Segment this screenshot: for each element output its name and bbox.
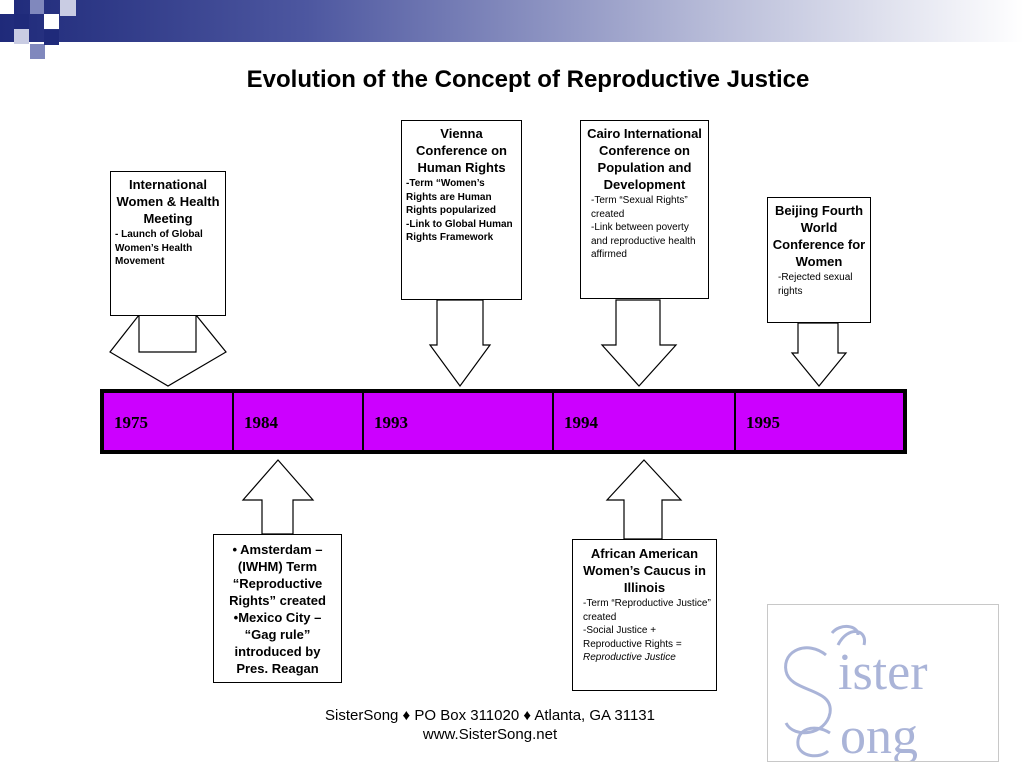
timeline-year-1995: 1995 xyxy=(736,393,903,450)
arrow-up-1984 xyxy=(241,459,315,535)
page-title: Evolution of the Concept of Reproductive… xyxy=(246,66,810,93)
timeline-bar: 1975 1984 1993 1994 1995 xyxy=(100,389,907,454)
box-amsterdam-line-1: • Amsterdam – (IWHM) Term “Reproductive … xyxy=(229,542,326,608)
box-amsterdam-1984: • Amsterdam – (IWHM) Term “Reproductive … xyxy=(213,534,342,683)
box-iwhm-detail: - Launch of Global Women’s Health Moveme… xyxy=(115,229,203,267)
timeline-year-1994: 1994 xyxy=(554,393,734,450)
footer: SisterSong ♦ PO Box 311020 ♦ Atlanta, GA… xyxy=(240,706,740,744)
arrow-down-1995 xyxy=(790,322,848,387)
box-cairo-heading: Cairo International Conference on Popula… xyxy=(587,126,702,192)
timeline-year-1993: 1993 xyxy=(364,393,552,450)
decorative-squares xyxy=(0,0,76,59)
arrow-down-1994 xyxy=(600,299,678,387)
box-caucus-detail-2: -Social Justice + Reproductive Rights = xyxy=(583,625,682,650)
box-vienna-detail-1: -Term “Women’s Rights are Human Rights p… xyxy=(406,178,496,216)
box-vienna-heading: Vienna Conference on Human Rights xyxy=(415,126,507,175)
box-iwhm-1975: International Women & Health Meeting - L… xyxy=(110,171,226,316)
sistersong-logo: ister ong xyxy=(767,604,999,765)
box-cairo-detail-2: -Link between poverty and reproductive h… xyxy=(591,222,696,260)
footer-address: SisterSong ♦ PO Box 311020 ♦ Atlanta, GA… xyxy=(325,707,655,724)
footer-website: www.SisterSong.net xyxy=(422,726,558,743)
box-vienna-detail-2: -Link to Global Human Rights Framework xyxy=(406,218,513,244)
arrow-up-1994-caucus xyxy=(605,459,683,540)
timeline-year-1975: 1975 xyxy=(104,393,232,450)
timeline-year-1984: 1984 xyxy=(234,393,362,450)
box-amsterdam-line-2: •Mexico City – “Gag rule” introduced by … xyxy=(233,610,322,676)
box-vienna-1993: Vienna Conference on Human Rights -Term … xyxy=(401,120,522,300)
box-beijing-detail: -Rejected sexual rights xyxy=(778,272,853,297)
box-caucus-1994: African American Women’s Caucus in Illin… xyxy=(572,539,717,691)
box-beijing-heading: Beijing Fourth World Conference for Wome… xyxy=(772,203,866,269)
box-cairo-1994: Cairo International Conference on Popula… xyxy=(580,120,709,299)
box-caucus-detail-3: Reproductive Justice xyxy=(583,652,676,663)
box-iwhm-heading: International Women & Health Meeting xyxy=(116,177,220,226)
arrow-down-1975 xyxy=(109,313,227,387)
box-cairo-detail-1: -Term “Sexual Rights” created xyxy=(591,195,688,220)
box-caucus-heading: African American Women’s Caucus in Illin… xyxy=(583,546,706,595)
arrow-down-1993 xyxy=(428,299,492,388)
header-gradient-bar xyxy=(0,0,1024,42)
svg-text:ong: ong xyxy=(840,708,918,761)
sistersong-logo-graphic: ister ong xyxy=(784,625,928,765)
box-caucus-detail-1: -Term “Reproductive Justice” created xyxy=(583,598,711,623)
svg-text:ister: ister xyxy=(838,644,928,701)
box-beijing-1995: Beijing Fourth World Conference for Wome… xyxy=(767,197,871,323)
